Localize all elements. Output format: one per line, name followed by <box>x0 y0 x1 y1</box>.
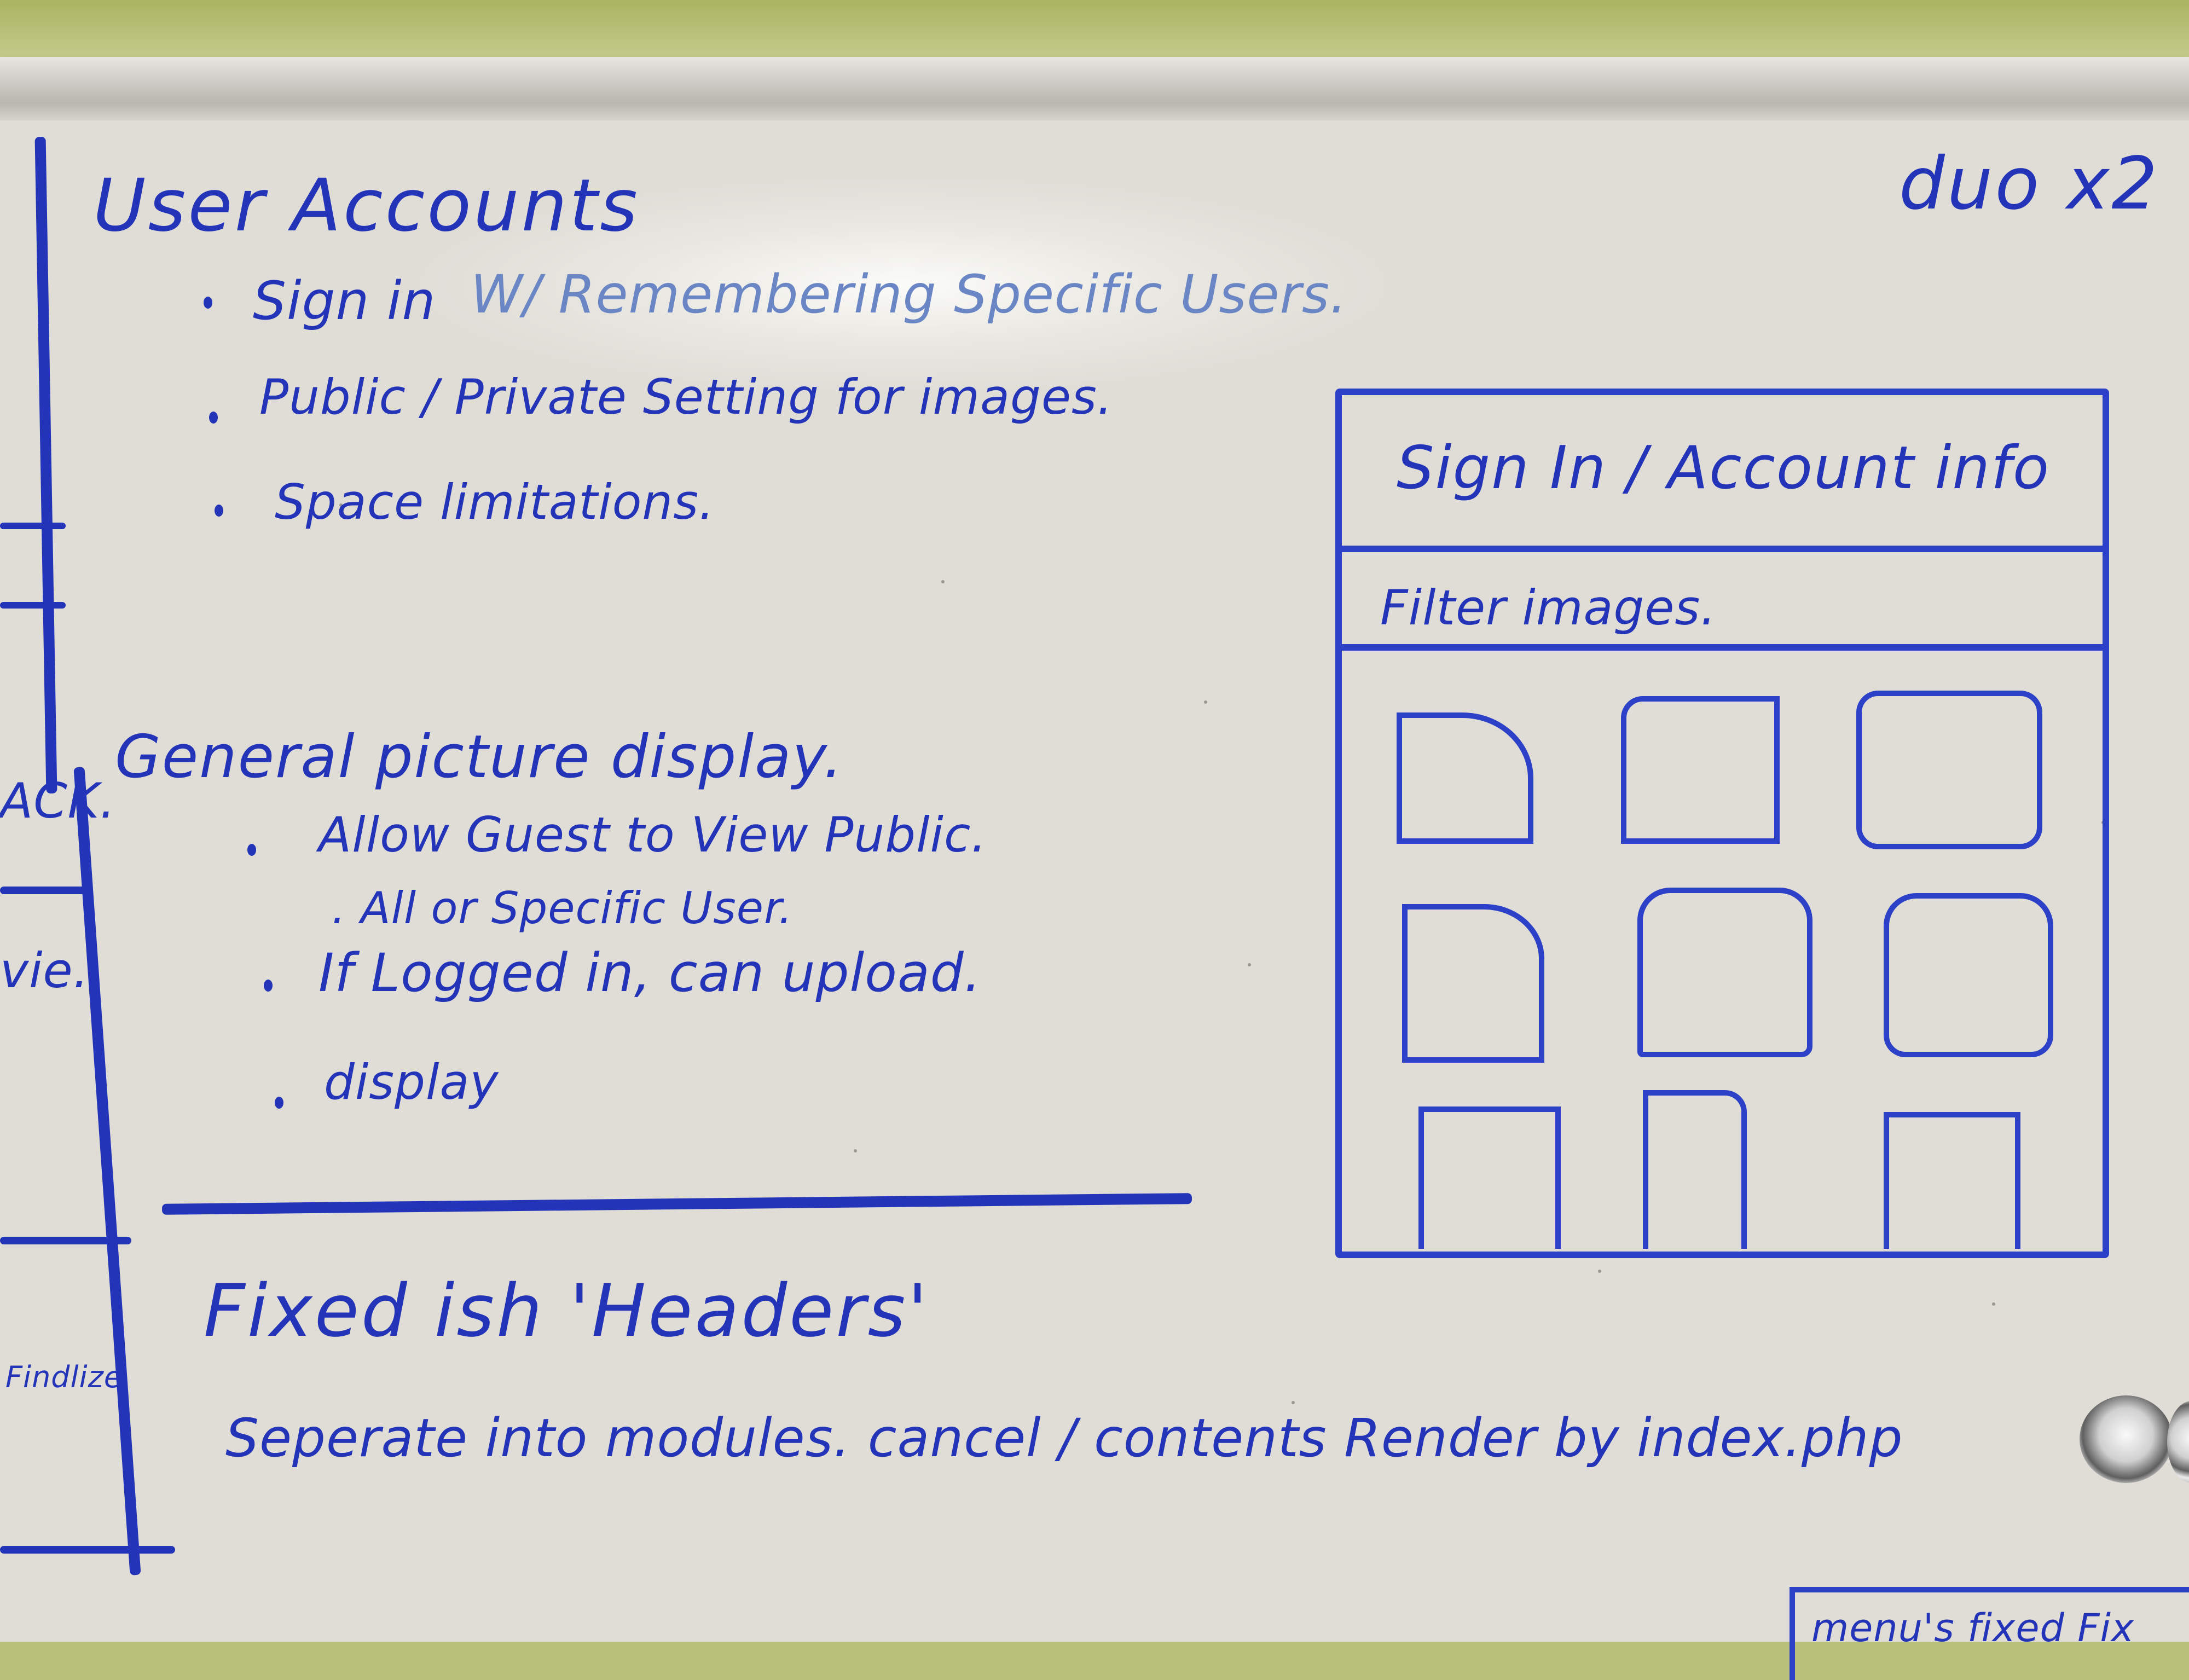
bottom-right-sketch-box: menu's fixed Fix <box>1790 1587 2189 1680</box>
note-separate-modules: Seperate into modules. cancel / contents… <box>225 1407 1903 1469</box>
left-fragment-line <box>0 602 66 609</box>
left-fragment-text: Findlize <box>5 1360 123 1394</box>
board-dot <box>339 503 343 507</box>
wall <box>0 0 2189 61</box>
note-display: display <box>324 1054 499 1110</box>
note-logged-in-upload: If Logged in, can upload. <box>318 942 982 1004</box>
mockup-image-thumbnail <box>1856 691 2042 849</box>
mockup-image-thumbnail <box>1884 893 2053 1057</box>
bullet <box>204 297 212 309</box>
mockup-image-thumbnail <box>1884 1112 2020 1249</box>
headers-heading: Fixed ish 'Headers' <box>204 1269 930 1353</box>
left-fragment-line <box>0 1237 131 1244</box>
board-magnet <box>2167 1401 2189 1483</box>
board-dot <box>854 1149 857 1152</box>
bullet <box>209 412 218 424</box>
bullet <box>215 505 223 517</box>
board-dot <box>1204 700 1207 704</box>
mockup-image-thumbnail <box>1643 1090 1747 1249</box>
note-space-limitations: Space limitations. <box>275 474 715 530</box>
note-all-or-specific: . All or Specific User. <box>332 883 793 934</box>
board-dot <box>1598 1270 1601 1273</box>
picture-display-heading: General picture display. <box>115 723 844 791</box>
mockup-header-text: Sign In / Account info <box>1397 434 2051 502</box>
left-fragment-line <box>0 887 93 894</box>
bottom-right-fragment-text: menu's fixed Fix <box>1811 1606 2135 1650</box>
note-sign-in: Sign in <box>253 270 436 332</box>
left-fragment-text: ACK. <box>0 773 116 829</box>
left-fragment-line <box>0 523 66 529</box>
ui-mockup-sketch: Sign In / Account info Filter images. <box>1335 389 2109 1258</box>
mockup-filter-divider <box>1342 644 2103 651</box>
whiteboard-surface: ACK. vie. Findlize User Accounts Sign in… <box>0 120 2189 1680</box>
corner-note: duo x2 <box>1899 142 2160 226</box>
mockup-image-thumbnail <box>1637 888 1812 1057</box>
left-fragment-line <box>0 1546 175 1554</box>
left-fragment-text: vie. <box>0 942 89 999</box>
mockup-image-thumbnail <box>1402 904 1544 1063</box>
mockup-header-divider <box>1342 546 2103 552</box>
bullet <box>247 844 256 856</box>
user-accounts-heading: User Accounts <box>93 164 640 248</box>
note-public-private: Public / Private Setting for images. <box>259 369 1113 425</box>
board-dot <box>1248 963 1251 966</box>
mockup-image-thumbnail <box>1418 1107 1561 1249</box>
note-allow-guest: Allow Guest to View Public. <box>318 807 987 863</box>
whiteboard-top-frame <box>0 57 2189 123</box>
mockup-image-thumbnail <box>1397 712 1533 844</box>
note-remembering-users: W/ Remembering Specific Users. <box>471 264 1347 325</box>
board-dot <box>1992 1302 1995 1306</box>
mockup-image-thumbnail <box>1621 696 1780 844</box>
left-vertical-line-upper <box>34 136 57 794</box>
section-separator-line <box>161 1193 1192 1215</box>
board-magnet <box>2080 1395 2173 1483</box>
board-dot <box>941 580 945 583</box>
mockup-filter-text: Filter images. <box>1380 580 1717 636</box>
bullet <box>264 980 273 992</box>
board-dot <box>1292 1401 1295 1404</box>
bullet <box>275 1097 283 1109</box>
